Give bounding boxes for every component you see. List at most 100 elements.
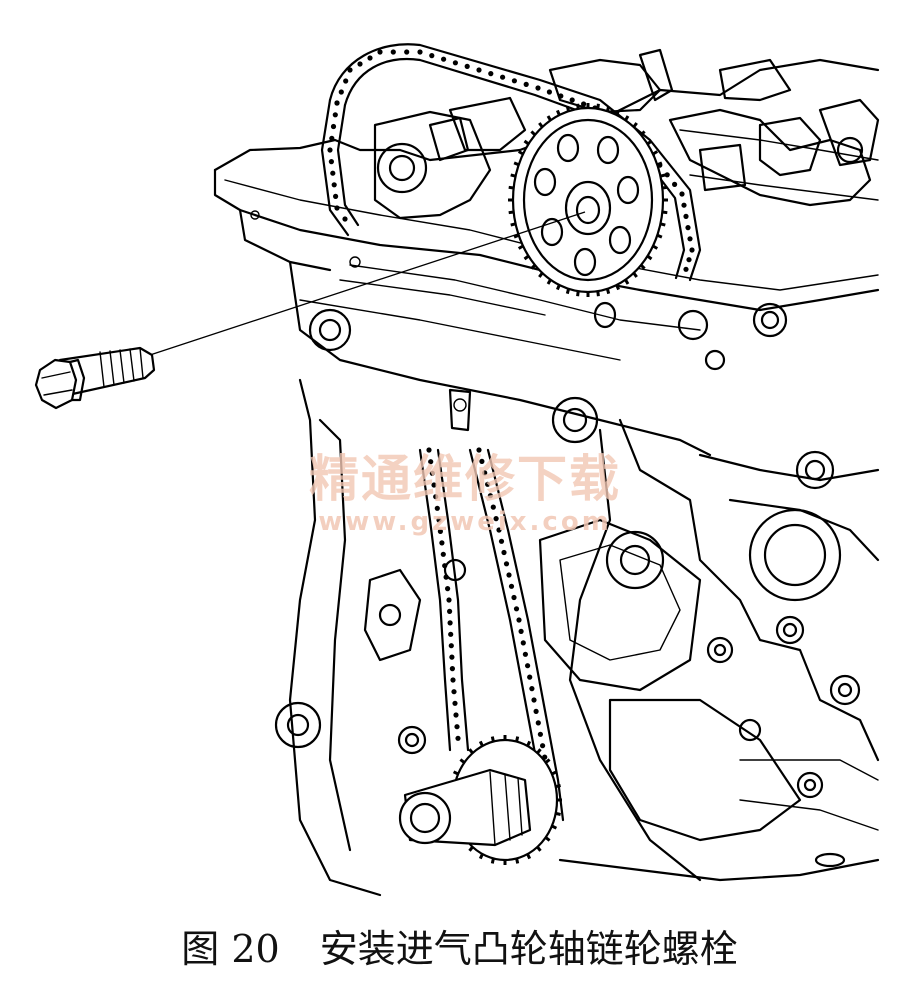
sprocket-bolt bbox=[34, 346, 156, 410]
sprocket-tooth bbox=[605, 105, 611, 112]
sprocket-tooth bbox=[656, 161, 663, 167]
timing-chain bbox=[320, 43, 702, 822]
chain-link bbox=[569, 97, 575, 103]
chain-link bbox=[447, 608, 453, 615]
chain-link bbox=[535, 720, 541, 726]
engine-block bbox=[274, 378, 880, 897]
sprocket-tooth bbox=[459, 758, 466, 764]
sprocket-tooth bbox=[555, 811, 561, 816]
chain-link bbox=[343, 78, 349, 84]
chain-link bbox=[516, 617, 522, 623]
chain-link bbox=[533, 708, 539, 715]
chain-link bbox=[679, 191, 685, 197]
sprocket-tooth bbox=[565, 288, 571, 295]
sprocket-tooth bbox=[508, 185, 514, 190]
chain-link bbox=[330, 170, 336, 176]
chain-link bbox=[436, 517, 442, 523]
chain-link bbox=[511, 594, 517, 601]
sprocket-tooth bbox=[530, 130, 537, 136]
chain-link bbox=[442, 563, 448, 569]
chain-link bbox=[503, 561, 510, 567]
sprocket-tooth bbox=[546, 278, 552, 285]
chain-link bbox=[429, 53, 435, 59]
chain-link bbox=[490, 504, 496, 510]
chain-link bbox=[513, 606, 520, 612]
sprocket-tooth bbox=[646, 254, 653, 261]
chain-link bbox=[540, 743, 546, 749]
chain-link bbox=[454, 724, 460, 730]
chain-link bbox=[498, 538, 505, 544]
intake-camshaft-sprocket bbox=[508, 103, 668, 329]
chain-link bbox=[686, 257, 692, 263]
sprocket-tooth bbox=[624, 278, 630, 285]
chain-link bbox=[479, 458, 485, 464]
sprocket-tooth bbox=[523, 139, 530, 146]
sprocket-tooth bbox=[526, 740, 532, 747]
sprocket-tooth bbox=[624, 115, 630, 122]
sprocket-tooth bbox=[656, 233, 663, 239]
sprocket-tooth bbox=[646, 139, 653, 146]
chain-link bbox=[448, 631, 454, 637]
sprocket-tooth bbox=[551, 824, 558, 830]
sprocket-tooth bbox=[536, 845, 542, 852]
chain-link bbox=[453, 712, 459, 718]
chain-link bbox=[455, 735, 461, 741]
chain-link bbox=[328, 159, 334, 165]
sprocket-tooth bbox=[615, 109, 620, 116]
sprocket-tooth bbox=[544, 758, 551, 764]
chain-link bbox=[558, 93, 564, 99]
sprocket-tooth bbox=[596, 291, 600, 297]
chain-link bbox=[390, 49, 396, 55]
chain-link bbox=[508, 583, 515, 589]
sprocket-tooth bbox=[556, 109, 561, 116]
chain-link bbox=[437, 528, 443, 535]
chain-link bbox=[506, 572, 512, 578]
chain-link bbox=[522, 651, 529, 657]
chain-link bbox=[520, 640, 526, 646]
chain-link bbox=[357, 61, 363, 67]
sprocket-tooth bbox=[551, 770, 558, 776]
sprocket-tooth bbox=[556, 284, 561, 291]
sprocket-tooth bbox=[490, 736, 495, 742]
chain-link bbox=[428, 459, 434, 465]
chain-link bbox=[511, 78, 517, 84]
chain-link bbox=[450, 677, 456, 683]
chain-link bbox=[529, 686, 535, 692]
sprocket-tooth bbox=[652, 150, 659, 156]
engine-diagram bbox=[34, 43, 880, 897]
sprocket-tooth bbox=[546, 115, 552, 122]
chain-link bbox=[441, 56, 447, 62]
chain-link bbox=[689, 247, 695, 253]
sprocket-tooth bbox=[523, 254, 530, 261]
sprocket-tooth bbox=[632, 272, 638, 278]
chain-link bbox=[448, 643, 454, 649]
sprocket-tooth bbox=[530, 264, 537, 270]
chain-link bbox=[331, 182, 337, 188]
chain-link bbox=[334, 100, 340, 106]
chain-link bbox=[488, 71, 494, 77]
sprocket-tooth bbox=[510, 173, 516, 178]
chain-link bbox=[452, 60, 458, 66]
sprocket-tooth bbox=[660, 222, 666, 227]
sprocket-tooth bbox=[565, 105, 571, 112]
chain-link bbox=[404, 49, 410, 55]
sprocket-tooth bbox=[605, 288, 611, 295]
chain-link bbox=[447, 620, 453, 626]
sprocket-tooth bbox=[662, 185, 668, 190]
sprocket-tooth bbox=[526, 853, 532, 860]
sprocket-tooth bbox=[615, 284, 620, 291]
chain-link bbox=[377, 49, 383, 55]
chain-link bbox=[464, 63, 470, 69]
chain-link bbox=[332, 112, 338, 118]
chain-link bbox=[537, 731, 544, 737]
sprocket-tooth bbox=[632, 122, 638, 128]
chain-link bbox=[525, 663, 531, 669]
sprocket-tooth bbox=[576, 291, 580, 297]
chain-link bbox=[446, 597, 452, 603]
chain-link bbox=[440, 551, 446, 557]
chain-link bbox=[485, 481, 491, 487]
chain-link bbox=[482, 470, 488, 476]
crankshaft-sprocket bbox=[398, 735, 562, 865]
sprocket-tooth bbox=[478, 740, 484, 747]
